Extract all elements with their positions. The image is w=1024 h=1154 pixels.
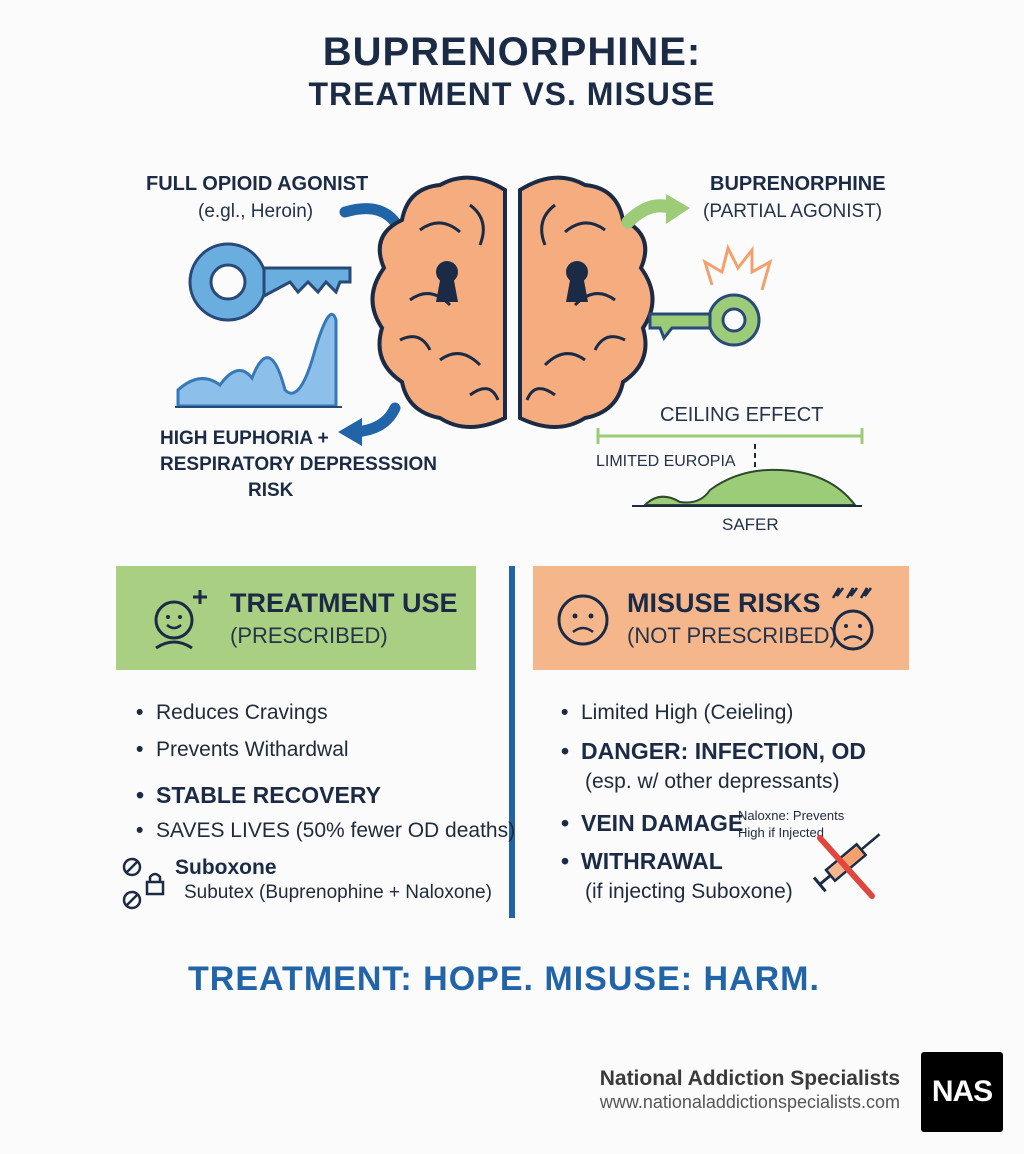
distressed-face-icon [831, 587, 874, 651]
misuse-title: MISUSE RISKS [627, 588, 821, 618]
green-key-icon [648, 293, 761, 347]
misuse-item: •WITHRAWAL [561, 848, 723, 874]
high-euphoria-line1: HIGH EUPHORIA + [160, 428, 329, 449]
footer-url[interactable]: www.nationaladdictionspecialists.com [599, 1092, 900, 1112]
partial-agonist-label: (PARTIAL AGONIST) [703, 201, 883, 222]
naloxone-note-2: High if Injected [738, 825, 824, 840]
happy-person-plus-icon [154, 590, 207, 650]
green-arrow-icon [621, 199, 679, 229]
misuse-item: •Limited High (Ceieling) [561, 701, 794, 724]
ceiling-effect-label: CEILING EFFECT [660, 404, 824, 426]
euphoria-spike-chart-icon [175, 312, 342, 408]
high-euphoria-line3: RISK [248, 480, 294, 501]
pill-lock-icon [122, 857, 165, 910]
misuse-item-note: (if injecting Suboxone) [585, 880, 793, 903]
diagram-graphics [175, 175, 864, 507]
suboxone-label: Suboxone [175, 856, 277, 879]
full-agonist-example: (e.gl., Heroin) [198, 201, 314, 222]
naloxone-note-1: Naloxne: Prevents [738, 808, 845, 823]
tagline: TREATMENT: HOPE. MISUSE: HARM. [188, 960, 820, 998]
footer-org-name: National Addiction Specialists [599, 1067, 900, 1090]
sad-face-icon [557, 594, 609, 646]
crossed-syringe-icon [812, 833, 881, 899]
misuse-item: •DANGER: INFECTION, OD [561, 738, 866, 764]
buprenorphine-label: BUPRENORPHINE [710, 173, 886, 195]
ceiling-effect-chart-icon [596, 428, 864, 507]
column-divider [509, 566, 515, 918]
nas-logo: NAS [921, 1052, 1003, 1132]
treatment-header: TREATMENT USE (PRESCRIBED) [116, 566, 476, 670]
blue-key-icon [188, 242, 352, 322]
page-title: BUPRENORPHINE: [322, 30, 702, 74]
treatment-title: TREATMENT USE [230, 588, 458, 618]
misuse-item: •VEIN DAMAGE [561, 810, 744, 836]
high-euphoria-line2: RESPIRATORY DEPRESSSION [160, 454, 437, 475]
misuse-item-note: (esp. w/ other depressants) [585, 770, 840, 793]
treatment-item: •Reduces Cravings [136, 701, 328, 724]
subutex-description: Subutex (Buprenophine + Naloxone) [184, 882, 492, 903]
treatment-item: •SAVES LIVES (50% fewer OD deaths) [136, 819, 516, 842]
page-subtitle: TREATMENT VS. MISUSE [308, 76, 716, 112]
limited-euphoria-label: LIMITED EUROPIA [596, 453, 736, 470]
treatment-subtitle: (PRESCRIBED) [230, 623, 388, 648]
brain-icon [370, 175, 655, 429]
spark-icon [702, 243, 773, 291]
full-agonist-label: FULL OPIOID AGONIST [146, 173, 369, 195]
safer-label: SAFER [722, 515, 779, 534]
treatment-item: •STABLE RECOVERY [136, 782, 381, 808]
misuse-header: MISUSE RISKS (NOT PRESCRIBED) [533, 566, 909, 670]
treatment-item: •Prevents Withardwal [136, 738, 349, 761]
misuse-subtitle: (NOT PRESCRIBED) [627, 623, 837, 648]
